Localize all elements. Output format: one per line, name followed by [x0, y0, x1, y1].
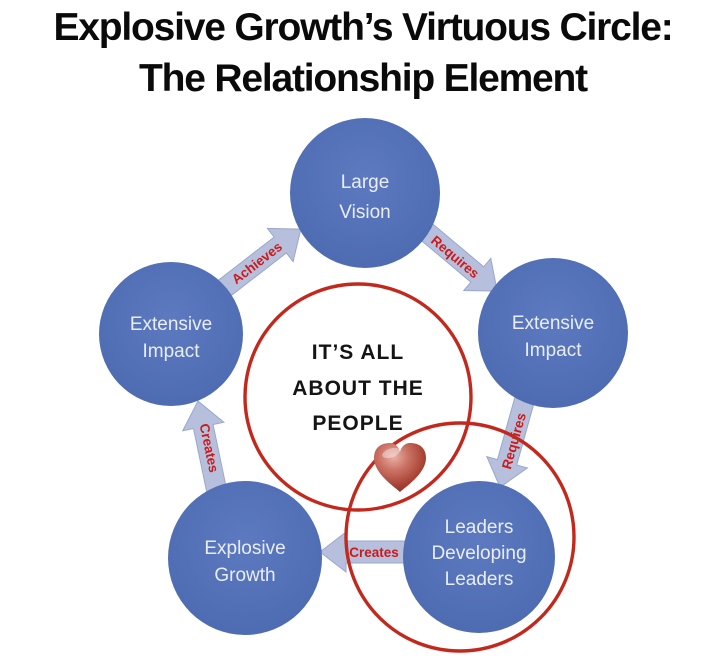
creates-arrow-left	[181, 400, 229, 500]
node-label-line: Vision	[339, 202, 390, 223]
requires-arrow-top-label: Requires	[428, 233, 482, 282]
arrow-shape	[485, 387, 538, 489]
heart-icon	[374, 443, 426, 492]
emphasis-circle-center	[243, 282, 473, 512]
node-circle	[99, 262, 243, 406]
emphasis-circle-leaders	[344, 421, 576, 653]
node-extensive-impact-left: Extensive Impact	[99, 262, 243, 406]
creates-arrow-bottom-label: Creates	[349, 545, 399, 560]
node-circle	[403, 481, 555, 633]
page-title-line1: Explosive Growth’s Virtuous Circle:	[53, 6, 673, 49]
node-label-line: Growth	[214, 565, 275, 586]
center-message-line: ABOUT THE	[292, 377, 424, 400]
node-label-line: Explosive	[204, 538, 285, 559]
center-message-line: PEOPLE	[312, 412, 403, 435]
node-leaders-developing-leaders: Leaders Developing Leaders	[403, 481, 555, 633]
node-label-line: Large	[341, 172, 390, 193]
page-title: Explosive Growth’s Virtuous Circle: The …	[0, 2, 726, 104]
heart-shape	[374, 443, 426, 492]
heart-highlight	[382, 447, 400, 459]
node-label-line: Impact	[142, 341, 200, 362]
node-circle	[168, 481, 322, 635]
center-message-line: IT’S ALL	[312, 341, 404, 364]
node-circle	[290, 118, 440, 268]
page-title-line2: The Relationship Element	[139, 57, 588, 100]
center-message: IT’S ALL ABOUT THE PEOPLE	[292, 341, 424, 435]
node-label-line: Leaders	[445, 517, 514, 538]
requires-arrow-right	[485, 387, 538, 489]
node-large-vision: Large Vision	[290, 118, 440, 268]
node-label-line: Extensive	[512, 313, 594, 334]
node-label-line: Extensive	[130, 314, 212, 335]
node-label-line: Developing	[431, 543, 526, 564]
achieves-arrow-label: Achieves	[229, 239, 285, 287]
node-label-line: Impact	[524, 340, 582, 361]
arrow-shape	[181, 400, 229, 500]
node-circle	[478, 258, 628, 408]
node-extensive-impact-right: Extensive Impact	[478, 258, 628, 408]
node-label-line: Leaders	[445, 569, 514, 590]
node-explosive-growth: Explosive Growth	[168, 481, 322, 635]
